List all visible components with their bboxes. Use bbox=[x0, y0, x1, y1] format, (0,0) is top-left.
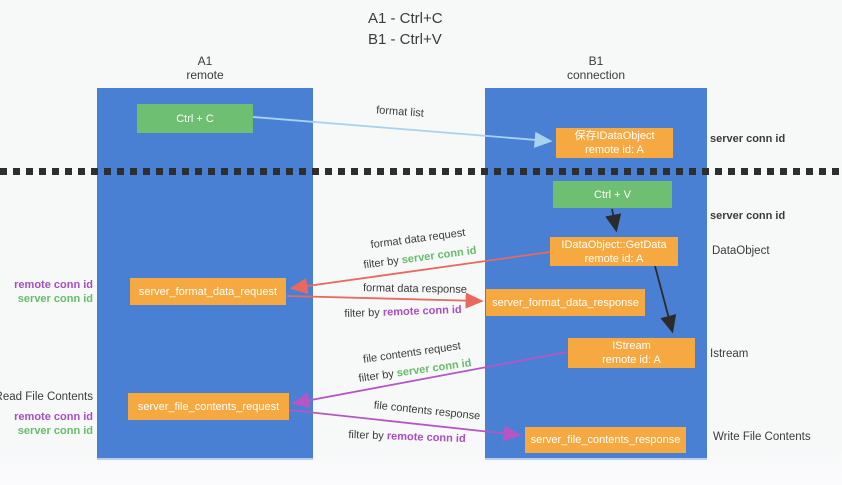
server-conn-id-right-top-label: server conn id bbox=[710, 133, 786, 145]
ctrl-v-node: Ctrl + V bbox=[553, 181, 672, 208]
ctrl-c-node: Ctrl + C bbox=[137, 104, 253, 133]
column-header-a1: A1 remote bbox=[186, 54, 223, 82]
read-file-contents-label: Read File Contents bbox=[0, 391, 93, 403]
column-a-role: remote bbox=[186, 68, 224, 82]
idataobject-getdata-node: IDataObject::GetData remote id: A bbox=[550, 237, 678, 266]
istream-side-label: Istream bbox=[710, 348, 749, 360]
server-conn-id-right-mid-label: server conn id bbox=[710, 210, 786, 222]
istream-node: IStream remote id: A bbox=[568, 338, 695, 368]
arrow-getdata-to-istream bbox=[654, 265, 677, 334]
column-a-name: A1 bbox=[197, 54, 213, 68]
write-file-contents-label: Write File Contents bbox=[713, 431, 811, 443]
filter-by-text: filter by bbox=[344, 306, 381, 321]
server-file-contents-response-node: server_file_contents_response bbox=[525, 427, 686, 453]
istream-line2: remote id: A bbox=[602, 354, 661, 366]
filter-by-text: filter by bbox=[348, 428, 385, 443]
remote-conn-id-left-2: remote conn id bbox=[14, 411, 93, 423]
save-dataobject-node: 保存IDataObject remote id: A bbox=[556, 128, 673, 158]
arrow-file-contents-response bbox=[288, 409, 522, 442]
getdata-line1: IDataObject::GetData bbox=[561, 238, 667, 251]
save-dataobject-line1: 保存IDataObject bbox=[574, 130, 655, 142]
title-line-a1: A1 - Ctrl+C bbox=[368, 10, 443, 27]
dataobject-label: DataObject bbox=[712, 245, 770, 257]
diagram-title: A1 - Ctrl+C B1 - Ctrl+V bbox=[368, 8, 443, 50]
server-conn-id-left-2: server conn id bbox=[17, 425, 93, 437]
server-format-data-response-node: server_format_data_response bbox=[486, 289, 645, 316]
server-file-contents-request-node: server_file_contents_request bbox=[128, 393, 289, 420]
arrow-format-data-request bbox=[289, 251, 551, 295]
remote-conn-id-left-1: remote conn id bbox=[14, 279, 93, 291]
left-conn-id-stack-1: remote conn id server conn id bbox=[14, 278, 93, 306]
getdata-line2: remote id: A bbox=[584, 252, 644, 265]
left-conn-id-stack-2: remote conn id server conn id bbox=[14, 410, 93, 438]
istream-line1: IStream bbox=[612, 340, 651, 352]
server-format-data-request-node: server_format_data_request bbox=[130, 278, 286, 305]
format-data-response-label: format data response bbox=[362, 282, 468, 296]
session-separator-dotted-line bbox=[0, 168, 842, 175]
title-line-b1: B1 - Ctrl+V bbox=[368, 31, 442, 48]
column-b-name: B1 bbox=[588, 54, 604, 68]
arrow-file-contents-request bbox=[291, 351, 568, 409]
arrow-format-list bbox=[252, 116, 553, 148]
column-header-b1: B1 connection bbox=[567, 54, 625, 82]
column-b-role: connection bbox=[566, 68, 626, 82]
save-dataobject-line2: remote id: A bbox=[585, 144, 644, 156]
arrow-format-data-response bbox=[286, 292, 484, 309]
arrow-ctrlv-to-getdata bbox=[605, 208, 622, 233]
server-conn-id-left-1: server conn id bbox=[17, 293, 93, 305]
